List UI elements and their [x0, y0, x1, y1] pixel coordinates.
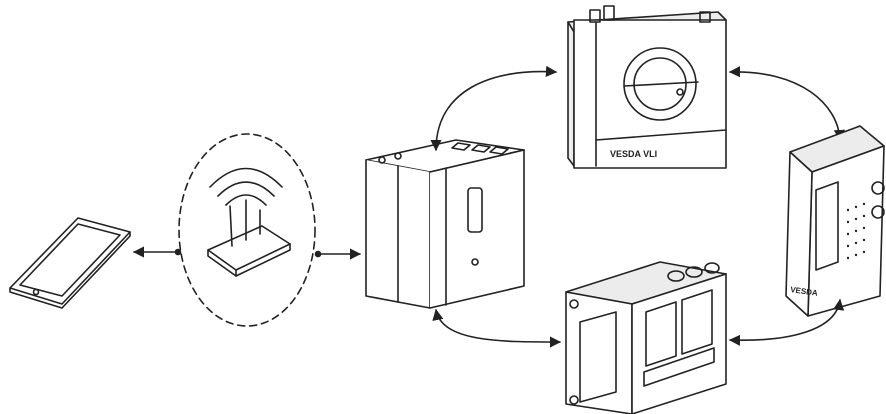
link-vlc-side [728, 298, 845, 346]
link-vli-side [728, 66, 846, 142]
link-controller-vlc [432, 308, 562, 348]
link-router-controller [314, 248, 362, 260]
detector-panel-icon [565, 261, 727, 414]
detector-vli-icon [567, 5, 727, 169]
controller-unit-icon [365, 139, 525, 309]
side-label: VESDA [790, 285, 819, 298]
detector-side-icon [785, 125, 885, 317]
tablet-icon [9, 217, 131, 309]
vli-label: VESDA VLI [610, 149, 657, 159]
side-grille [846, 202, 866, 260]
link-controller-vli [430, 65, 558, 152]
wifi-router-icon [178, 133, 316, 327]
link-tablet-router [132, 246, 182, 258]
